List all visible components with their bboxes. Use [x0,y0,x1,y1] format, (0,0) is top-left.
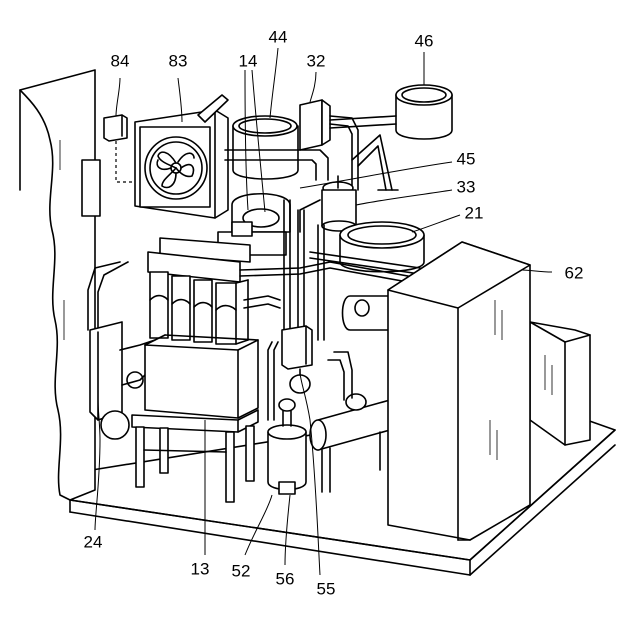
cabinet-62 [388,242,552,540]
rear-right-box [530,322,590,445]
tank-44 [233,116,298,179]
tank-46 [396,85,452,139]
component-55 [282,326,312,393]
label-14: 14 [239,51,258,70]
label-13: 13 [191,559,210,578]
label-33: 33 [457,177,476,196]
label-62: 62 [565,263,584,282]
label-32: 32 [307,51,326,70]
label-56: 56 [276,569,295,588]
control-box [104,115,135,182]
left-side-panel [20,70,100,500]
label-46: 46 [415,31,434,50]
label-45: 45 [457,149,476,168]
label-55: 55 [317,579,336,598]
label-21: 21 [465,203,484,222]
label-84: 84 [111,51,130,70]
component-33 [322,176,356,231]
fan-unit [135,110,228,218]
label-83: 83 [169,51,188,70]
label-52: 52 [232,561,251,580]
label-24: 24 [84,532,103,551]
label-44: 44 [269,27,288,46]
heat-exchanger-columns [148,238,250,344]
